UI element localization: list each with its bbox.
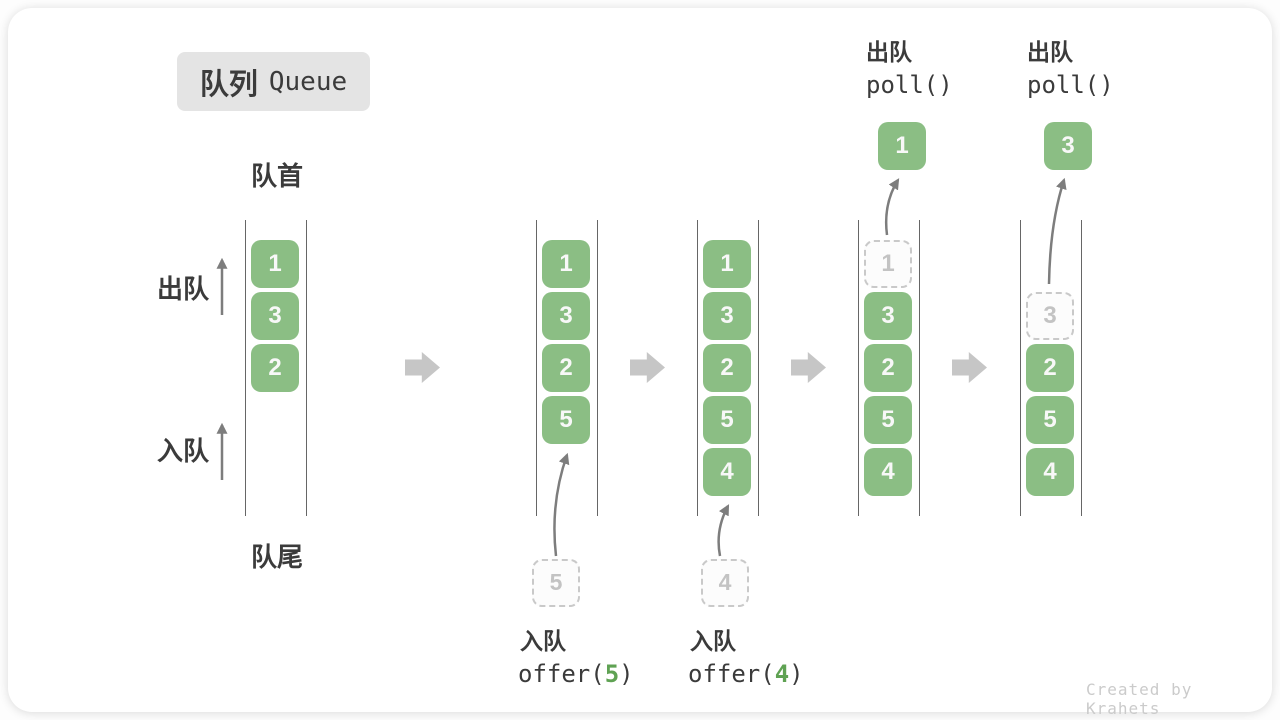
offer-op-1-label: 入队 [520, 628, 566, 654]
title-box: 队列 Queue [177, 52, 370, 111]
poll-op-2-result-box: 3 [1044, 122, 1092, 170]
queue-cell: 4 [864, 448, 912, 496]
offer-op-2-code-after: ) [789, 660, 804, 688]
title-en: Queue [268, 66, 348, 97]
offer-op-2-arg: 4 [774, 660, 790, 688]
queue-cell-ghost: 3 [1026, 292, 1074, 340]
offer-op-1-arg: 5 [604, 660, 620, 688]
queue-rear-label: 队尾 [250, 542, 303, 572]
queue-cell: 2 [542, 344, 590, 392]
queue-cell: 2 [864, 344, 912, 392]
poll-op-1-label: 出队 [866, 39, 912, 65]
state-transition-arrow-icon [952, 352, 987, 383]
state-transition-arrow-icon [405, 352, 440, 383]
offer-op-2-code-before: offer( [688, 660, 775, 688]
queue-cell: 1 [251, 240, 299, 288]
offer-op-2-value-box: 4 [701, 559, 749, 607]
queue-cell: 4 [703, 448, 751, 496]
queue-cell: 1 [542, 240, 590, 288]
queue-cell: 5 [1026, 396, 1074, 444]
queue-front-label: 队首 [250, 161, 303, 191]
poll-op-2-code: poll() [1027, 71, 1114, 99]
queue-cell: 5 [542, 396, 590, 444]
queue-cell: 3 [703, 292, 751, 340]
state-transition-arrow-icon [791, 352, 826, 383]
queue-cell: 2 [1026, 344, 1074, 392]
queue-cell: 2 [703, 344, 751, 392]
queue-cell: 3 [542, 292, 590, 340]
offer-op-1-code-after: ) [619, 660, 634, 688]
queue-cell: 5 [703, 396, 751, 444]
queue-cell: 3 [251, 292, 299, 340]
title-zh: 队列 [199, 68, 258, 101]
offer-op-1-code: offer(5) [518, 660, 634, 688]
credit-text: Created by Krahets [1086, 680, 1193, 718]
queue-cell: 2 [251, 344, 299, 392]
offer-op-2-code: offer(4) [688, 660, 804, 688]
dequeue-side-label: 出队 [157, 274, 210, 304]
poll-op-2-label: 出队 [1027, 39, 1073, 65]
enqueue-side-label: 入队 [157, 436, 210, 466]
queue-cell: 5 [864, 396, 912, 444]
queue-cell: 3 [864, 292, 912, 340]
offer-op-1-value-box: 5 [532, 559, 580, 607]
offer-op-1-code-before: offer( [518, 660, 605, 688]
poll-op-1-code: poll() [866, 71, 953, 99]
poll-op-1-result-box: 1 [878, 122, 926, 170]
queue-cell-ghost: 1 [864, 240, 912, 288]
queue-cell: 1 [703, 240, 751, 288]
state-transition-arrow-icon [630, 352, 665, 383]
offer-op-2-label: 入队 [690, 628, 736, 654]
queue-cell: 4 [1026, 448, 1074, 496]
